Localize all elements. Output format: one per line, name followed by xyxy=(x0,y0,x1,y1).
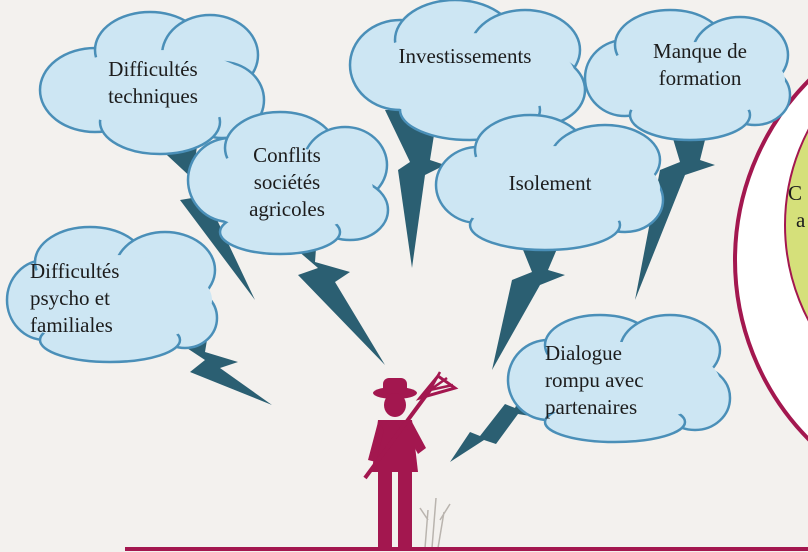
label-line: Investissements xyxy=(398,44,532,68)
cloud-manque-de-formation xyxy=(583,8,792,142)
label-isolement: Isolement xyxy=(480,170,620,197)
right-panel-text: C a xyxy=(788,180,808,234)
label-manque-de-formation: Manque de formation xyxy=(635,38,765,92)
label-psycho: Difficultés psycho et familiales xyxy=(30,258,160,339)
farmer-icon xyxy=(363,371,459,548)
lightning-bolt-conflits xyxy=(268,222,385,365)
label-line: Isolement xyxy=(508,171,592,195)
label-dialogue: Dialogue rompu avec partenaires xyxy=(545,340,685,421)
cloud-dialogue xyxy=(506,313,732,444)
label-line: Dialogue xyxy=(545,341,622,365)
label-line: Difficultés xyxy=(108,57,198,81)
label-line: techniques xyxy=(108,84,198,108)
label-line: Conflits xyxy=(253,143,321,167)
label-line: agricoles xyxy=(249,197,325,221)
cloud-psycho xyxy=(5,225,219,364)
lightning-bolt-techniques xyxy=(140,128,255,300)
cloud-isolement xyxy=(434,113,665,252)
label-conflits: Conflits sociétés agricoles xyxy=(222,142,352,223)
label-line: psycho et xyxy=(30,286,110,310)
label-line: Manque de xyxy=(653,39,747,63)
label-investissements: Investissements xyxy=(370,43,560,70)
right-line: C xyxy=(788,181,803,205)
cloud-conflits xyxy=(186,110,390,256)
label-line: rompu avec xyxy=(545,368,644,392)
lightning-bolt-isolement xyxy=(492,230,565,370)
grass-icon xyxy=(419,497,451,549)
cloud-difficultes-techniques xyxy=(38,10,266,156)
right-circle xyxy=(733,78,808,442)
label-line: familiales xyxy=(30,313,113,337)
lightning-bolt-manque xyxy=(635,112,715,300)
label-difficultes-techniques: Difficultés techniques xyxy=(88,56,218,110)
right-line: a xyxy=(796,208,806,232)
label-line: formation xyxy=(658,66,742,90)
cloud-investissements xyxy=(348,0,587,142)
label-line: partenaires xyxy=(545,395,638,419)
label-line: sociétés xyxy=(253,170,321,194)
label-line: Difficultés xyxy=(30,259,120,283)
cloud-layer xyxy=(5,0,792,444)
lightning-bolt-investissements xyxy=(385,110,445,268)
